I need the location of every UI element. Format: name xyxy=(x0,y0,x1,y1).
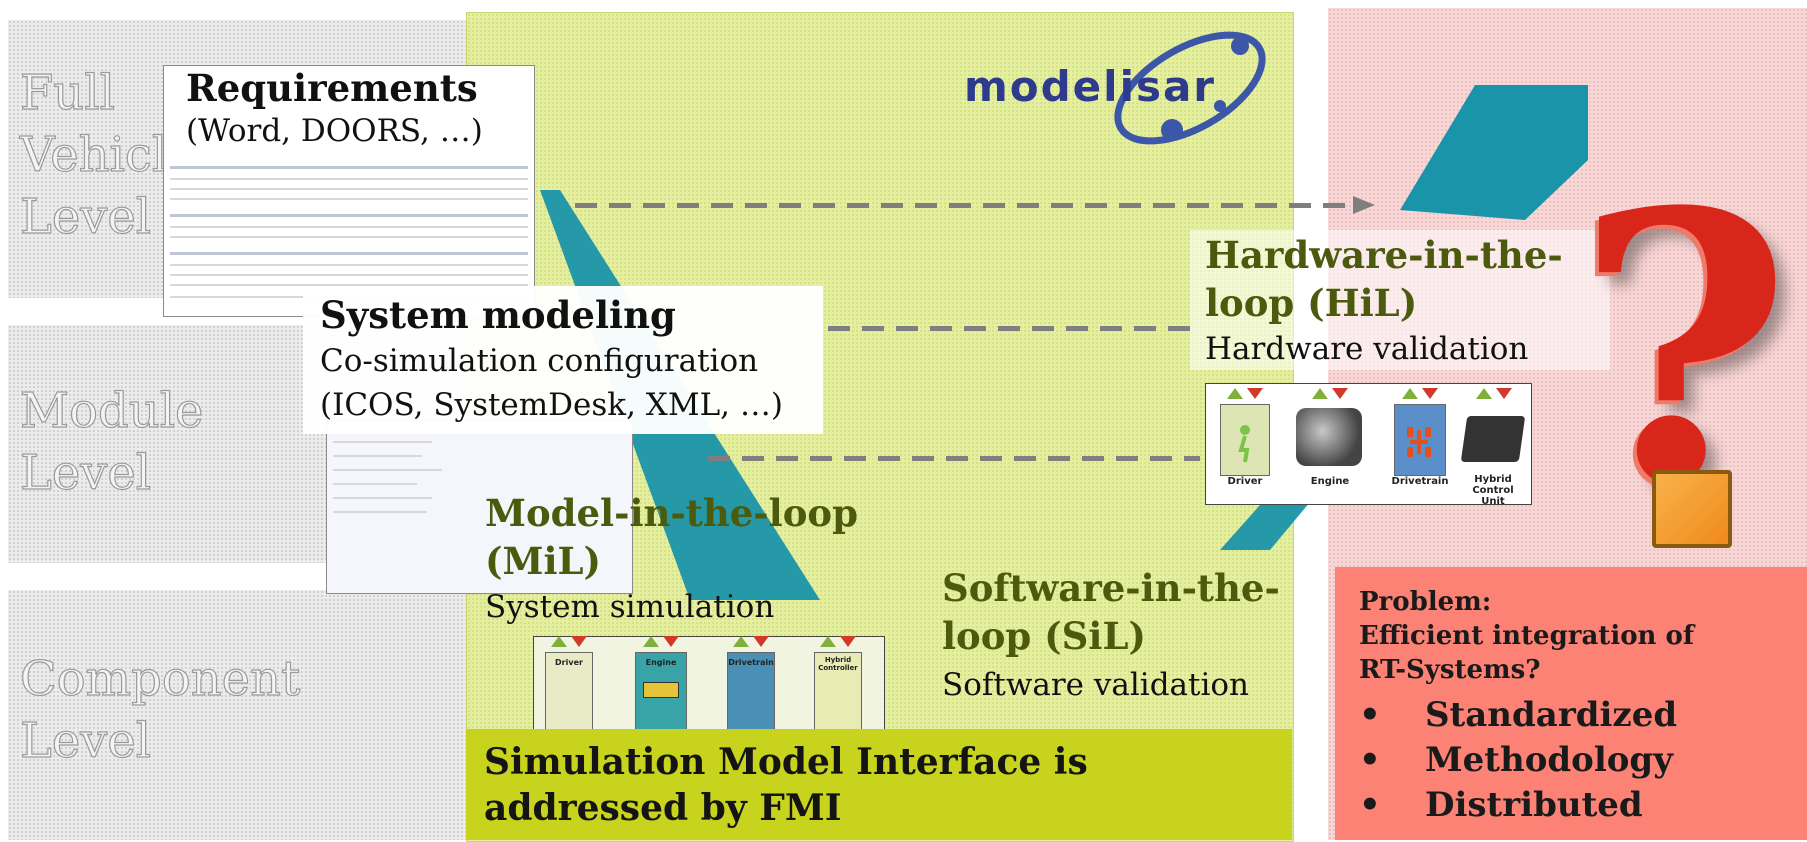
component-level-band xyxy=(8,590,528,840)
dashed-arrow-mil-to-hil xyxy=(708,456,1200,461)
question-mark-base xyxy=(1652,470,1732,548)
system-modeling-line1: Co-simulation configuration xyxy=(320,343,759,379)
hil-subtitle: Hardware validation xyxy=(1205,331,1529,367)
dashed-arrow-head xyxy=(1353,196,1375,214)
mil-driver-label: Driver xyxy=(555,658,583,667)
system-modeling-label-box xyxy=(303,286,823,434)
sil-title-line1: Software-in-the- xyxy=(942,566,1280,610)
hil-engine-label: Engine xyxy=(1310,476,1350,487)
hil-label-box xyxy=(1190,230,1610,370)
mil-title-line1: Model-in-the-loop xyxy=(485,491,858,535)
hil-component-hybrid-control-unit: Hybrid Control Unit xyxy=(1460,388,1526,507)
mil-hybrid-label: Hybrid Controller xyxy=(818,656,858,672)
hil-hybrid-label: Hybrid Control Unit xyxy=(1472,474,1514,507)
hil-title-line1: Hardware-in-the- xyxy=(1205,233,1563,277)
mil-component-hybrid-controller: Hybrid Controller xyxy=(812,636,864,731)
problem-bullet-methodology: •Methodology xyxy=(1359,740,1673,780)
system-modeling-title: System modeling xyxy=(320,293,676,337)
fmi-banner-line2: addressed by FMI xyxy=(484,787,842,829)
modelisar-logo-text: modelisar xyxy=(964,62,1217,111)
hil-component-driver: Driver xyxy=(1215,388,1275,498)
fmi-banner: Simulation Model Interface is addressed … xyxy=(466,729,1292,840)
requirements-subtitle: (Word, DOORS, …) xyxy=(186,113,483,149)
mil-component-driver: Driver xyxy=(543,636,595,731)
v-arrow-top-right xyxy=(1400,85,1588,220)
requirements-label-box xyxy=(170,66,490,152)
driver-icon xyxy=(1238,425,1250,463)
system-modeling-line2: (ICOS, SystemDesk, XML, …) xyxy=(320,387,783,423)
mil-engine-label: Engine xyxy=(645,658,677,667)
problem-heading: Problem: Efficient integration of RT-Sys… xyxy=(1359,585,1694,687)
engine-block-icon xyxy=(643,682,679,698)
requirements-title: Requirements xyxy=(186,66,478,110)
problem-heading-line2: Efficient integration of xyxy=(1359,621,1695,651)
module-level-label: Module Level xyxy=(19,382,204,501)
dashed-arrow-requirements-to-hil xyxy=(575,203,1355,208)
drivetrain-icon xyxy=(1407,427,1431,457)
fmi-banner-text: Simulation Model Interface is addressed … xyxy=(484,739,1088,831)
engine-icon xyxy=(1296,408,1362,466)
mil-subtitle: System simulation xyxy=(485,589,775,625)
hil-component-engine: Engine xyxy=(1290,388,1370,498)
modelisar-logo-swoosh xyxy=(1114,31,1266,145)
problem-bullet-standardized: •Standardized xyxy=(1359,695,1678,735)
fmi-banner-line1: Simulation Model Interface is xyxy=(484,741,1088,783)
hil-drivetrain-label: Drivetrain xyxy=(1391,476,1449,487)
system-modeling-screenshot xyxy=(326,420,633,594)
dashed-arrow-system-to-hil xyxy=(828,326,1200,331)
hil-title-line2: loop (HiL) xyxy=(1205,281,1418,325)
component-level-label: Component Level xyxy=(19,650,301,769)
problem-box: Problem: Efficient integration of RT-Sys… xyxy=(1335,567,1807,840)
control-unit-icon xyxy=(1460,416,1526,462)
hil-driver-label: Driver xyxy=(1227,476,1263,487)
sil-subtitle: Software validation xyxy=(942,667,1250,703)
mil-component-drivetrain: Drivetrain xyxy=(725,636,777,731)
hil-component-drivetrain: Drivetrain xyxy=(1390,388,1450,498)
sil-title-line2: loop (SiL) xyxy=(942,614,1146,658)
problem-heading-line3: RT-Systems? xyxy=(1359,655,1541,685)
problem-bullet-distributed: •Distributed xyxy=(1359,785,1643,825)
problem-heading-line1: Problem: xyxy=(1359,587,1492,617)
mil-drivetrain-label: Drivetrain xyxy=(728,658,774,667)
mil-title-line2: (MiL) xyxy=(485,539,602,583)
mil-component-engine: Engine xyxy=(633,636,689,731)
